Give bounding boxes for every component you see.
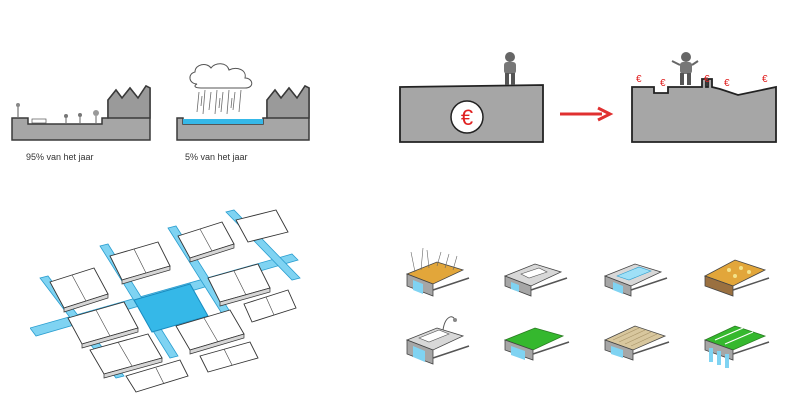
factory-icon — [266, 85, 310, 119]
child-figure-icon — [504, 52, 516, 85]
euro-large-symbol: € — [461, 105, 473, 130]
isometric-street-grid — [30, 208, 310, 398]
variant-grey-canal — [503, 263, 568, 297]
wet-caption: 5% van het jaar — [185, 152, 248, 162]
single-investment-drawing: € — [399, 52, 544, 143]
isometric-grid-drawing — [30, 209, 301, 393]
wet-street-section: 5% van het jaar — [175, 62, 310, 162]
street-variants-matrix — [395, 240, 785, 375]
euro-small-symbol: € — [660, 78, 666, 89]
euro-small-symbol: € — [762, 74, 768, 85]
dry-street-drawing — [11, 85, 151, 141]
dry-caption: 95% van het jaar — [26, 152, 94, 162]
variant-reed-sand — [405, 247, 470, 297]
euro-small-symbol: € — [704, 74, 710, 85]
street-variants-drawing — [405, 247, 770, 368]
variant-green-strips — [703, 325, 770, 368]
variant-green-lawn — [503, 327, 570, 361]
distributed-investment-drawing: € € € € € — [631, 52, 777, 143]
variant-basin-fountain — [405, 316, 470, 365]
dry-street-section: 95% van het jaar — [10, 80, 160, 162]
variant-sand-field — [704, 259, 770, 297]
variant-open-water — [603, 263, 668, 297]
arrow-right-icon — [558, 106, 614, 122]
factory-icon — [107, 85, 151, 119]
single-investment-section: € — [398, 45, 548, 150]
rain-cloud-icon — [189, 63, 253, 115]
child-figure-icon — [671, 52, 699, 85]
euro-small-symbol: € — [724, 78, 730, 89]
euro-small-symbol: € — [636, 74, 642, 85]
variant-reed-bed — [603, 325, 670, 361]
euro-symbol-icon: € — [450, 100, 484, 134]
wet-street-drawing — [176, 63, 310, 141]
distributed-investment-section: € € € € € — [628, 45, 783, 150]
